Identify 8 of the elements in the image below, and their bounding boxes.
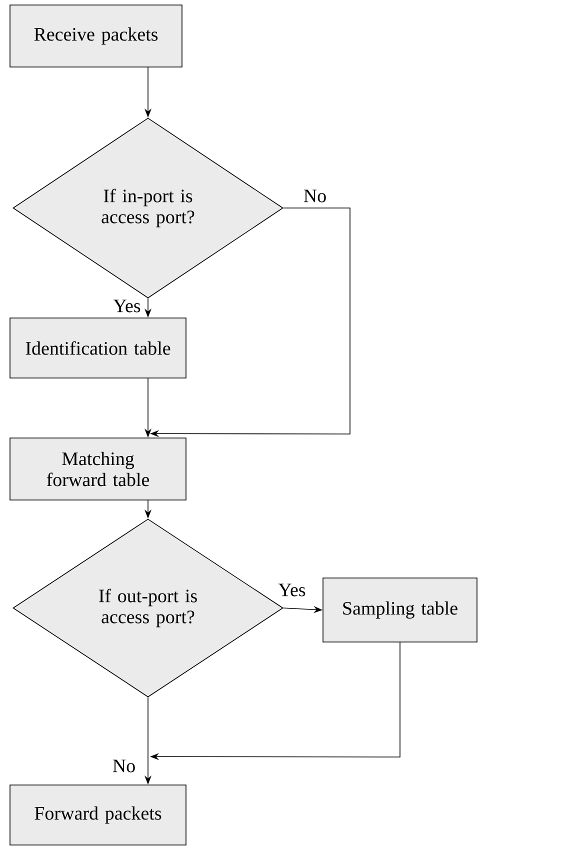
edge-label: Yes [112, 298, 142, 314]
edge-label: No [302, 188, 328, 204]
process-box: Forward packets [10, 784, 186, 846]
process-box: Sampling table [322, 578, 478, 642]
process-box: Matching forward table [10, 438, 186, 500]
edge-label: No [111, 758, 137, 774]
process-box: Identification table [10, 318, 186, 378]
process-box: Receive packets [10, 4, 182, 68]
